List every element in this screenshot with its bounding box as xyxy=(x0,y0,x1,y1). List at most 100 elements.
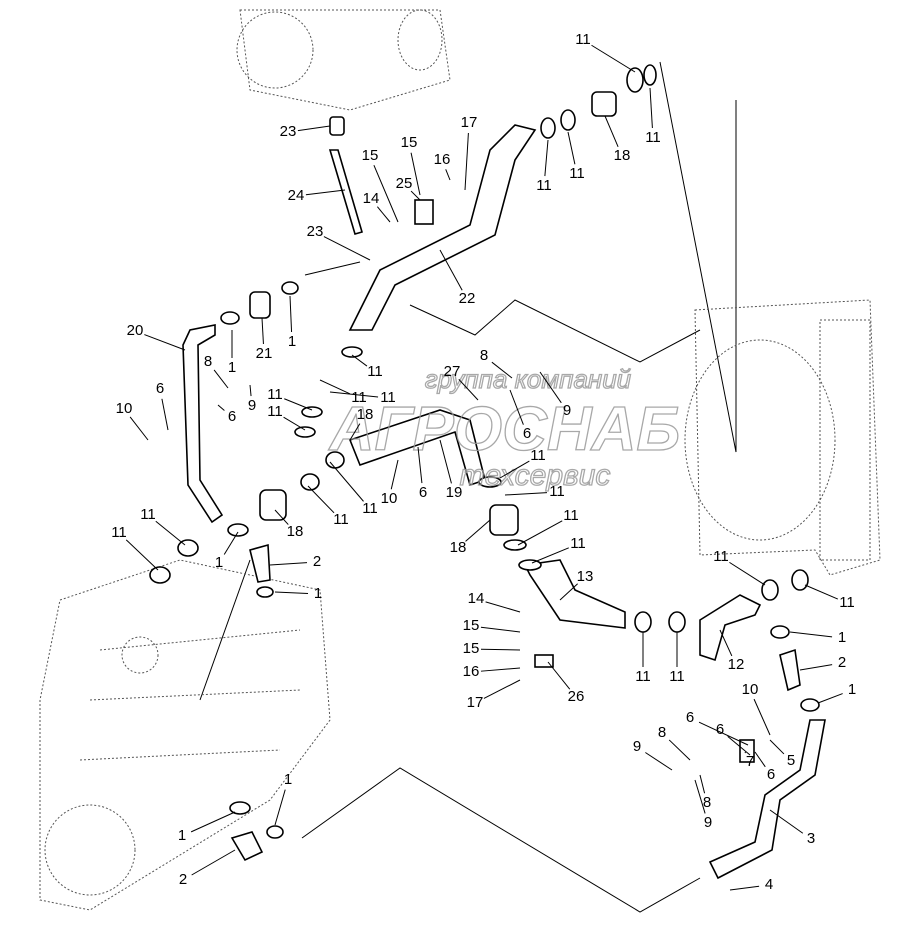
callout-label: 6 xyxy=(419,484,427,501)
callout-label: 8 xyxy=(204,353,212,370)
callout-label: 10 xyxy=(116,400,133,417)
tube-24 xyxy=(328,149,363,235)
leader-line xyxy=(465,519,491,542)
hose-23-top xyxy=(329,116,345,136)
bracket-25 xyxy=(414,199,434,225)
leader-line xyxy=(274,789,286,826)
leader-line xyxy=(480,667,521,672)
pipe-13 xyxy=(523,559,626,629)
leader-lines xyxy=(125,44,843,891)
leader-line xyxy=(789,631,833,638)
callout-label: 18 xyxy=(450,539,467,556)
leader-line xyxy=(307,485,335,514)
leader-line xyxy=(190,811,236,833)
leader-line xyxy=(289,295,293,333)
leader-line xyxy=(274,591,309,595)
callout-label: 23 xyxy=(307,223,324,240)
leader-line xyxy=(373,165,399,223)
callout-label: 11 xyxy=(645,129,661,146)
callout-label: 9 xyxy=(633,738,641,755)
callout-label: 6 xyxy=(228,408,236,425)
watermark-line-2: АГРОСНАБ xyxy=(328,395,681,464)
leader-line xyxy=(349,423,361,441)
callout-label: 16 xyxy=(463,663,480,680)
leader-line xyxy=(727,736,751,756)
callout-label: 13 xyxy=(577,568,594,585)
callout-label: 1 xyxy=(314,585,322,602)
leader-line xyxy=(480,626,521,633)
leader-line xyxy=(719,629,733,657)
leader-line xyxy=(351,354,368,367)
callout-label: 2 xyxy=(838,654,846,671)
leader-line xyxy=(410,190,421,201)
callout-label: 11 xyxy=(713,548,729,565)
leader-line xyxy=(668,739,691,761)
leader-line xyxy=(799,664,833,671)
leader-line xyxy=(283,416,306,431)
leader-line xyxy=(161,398,169,431)
callout-label: 15 xyxy=(463,640,480,657)
callout-label: 17 xyxy=(461,114,478,131)
callout-label: 1 xyxy=(178,827,186,844)
callout-label: 11 xyxy=(380,389,396,406)
leader-line xyxy=(439,249,463,291)
callout-label: 1 xyxy=(848,681,856,698)
callout-label: 11 xyxy=(570,535,586,552)
callout-label: 4 xyxy=(765,876,773,893)
elbow-2-right xyxy=(779,648,801,692)
leader-line xyxy=(517,520,563,546)
leader-line xyxy=(591,44,636,73)
callout-label: 21 xyxy=(256,345,273,362)
leader-line xyxy=(284,398,313,411)
leader-line xyxy=(144,334,186,351)
leader-line xyxy=(223,531,239,555)
callout-label: 8 xyxy=(658,724,666,741)
callout-label: 15 xyxy=(401,134,418,151)
callout-label: 22 xyxy=(459,290,476,307)
leader-line xyxy=(329,461,364,502)
callout-label: 11 xyxy=(530,447,546,464)
callout-label: 11 xyxy=(333,511,349,528)
watermark-line-3: техсервис xyxy=(460,459,611,492)
callout-label: 9 xyxy=(704,814,712,831)
leader-line xyxy=(483,679,521,699)
leader-line xyxy=(559,583,578,601)
callout-label: 23 xyxy=(280,123,297,140)
leader-line xyxy=(649,87,653,129)
leader-line xyxy=(217,404,225,411)
leader-line xyxy=(213,369,229,389)
callout-label: 11 xyxy=(267,403,283,420)
leader-line xyxy=(155,520,186,546)
leader-line xyxy=(261,317,264,345)
leader-line xyxy=(531,547,569,564)
callout-label: 15 xyxy=(362,147,379,164)
callout-label: 6 xyxy=(716,721,724,738)
callout-label: 11 xyxy=(362,500,378,517)
leader-line xyxy=(698,721,749,746)
leader-line xyxy=(817,693,843,704)
callout-label: 11 xyxy=(669,668,685,685)
leader-line xyxy=(744,751,746,754)
leader-line xyxy=(390,459,399,490)
bracket-7 xyxy=(739,739,755,763)
callout-label: 9 xyxy=(248,397,256,414)
callout-label: 11 xyxy=(367,363,383,380)
leader-line xyxy=(464,132,469,191)
leader-line xyxy=(439,439,452,484)
leader-line xyxy=(491,361,513,379)
elbow-2-bottom xyxy=(230,831,264,862)
hose-18-left xyxy=(259,489,287,521)
callout-label: 17 xyxy=(467,694,484,711)
hose-18-top xyxy=(591,91,617,117)
leader-line xyxy=(699,774,706,794)
leader-line xyxy=(297,125,331,132)
callout-label: 18 xyxy=(287,523,304,540)
leader-line xyxy=(410,152,421,196)
hose-12 xyxy=(699,594,762,662)
turbocharger-ghost xyxy=(236,9,451,111)
callout-label: 9 xyxy=(563,402,571,419)
callout-label: 6 xyxy=(156,380,164,397)
